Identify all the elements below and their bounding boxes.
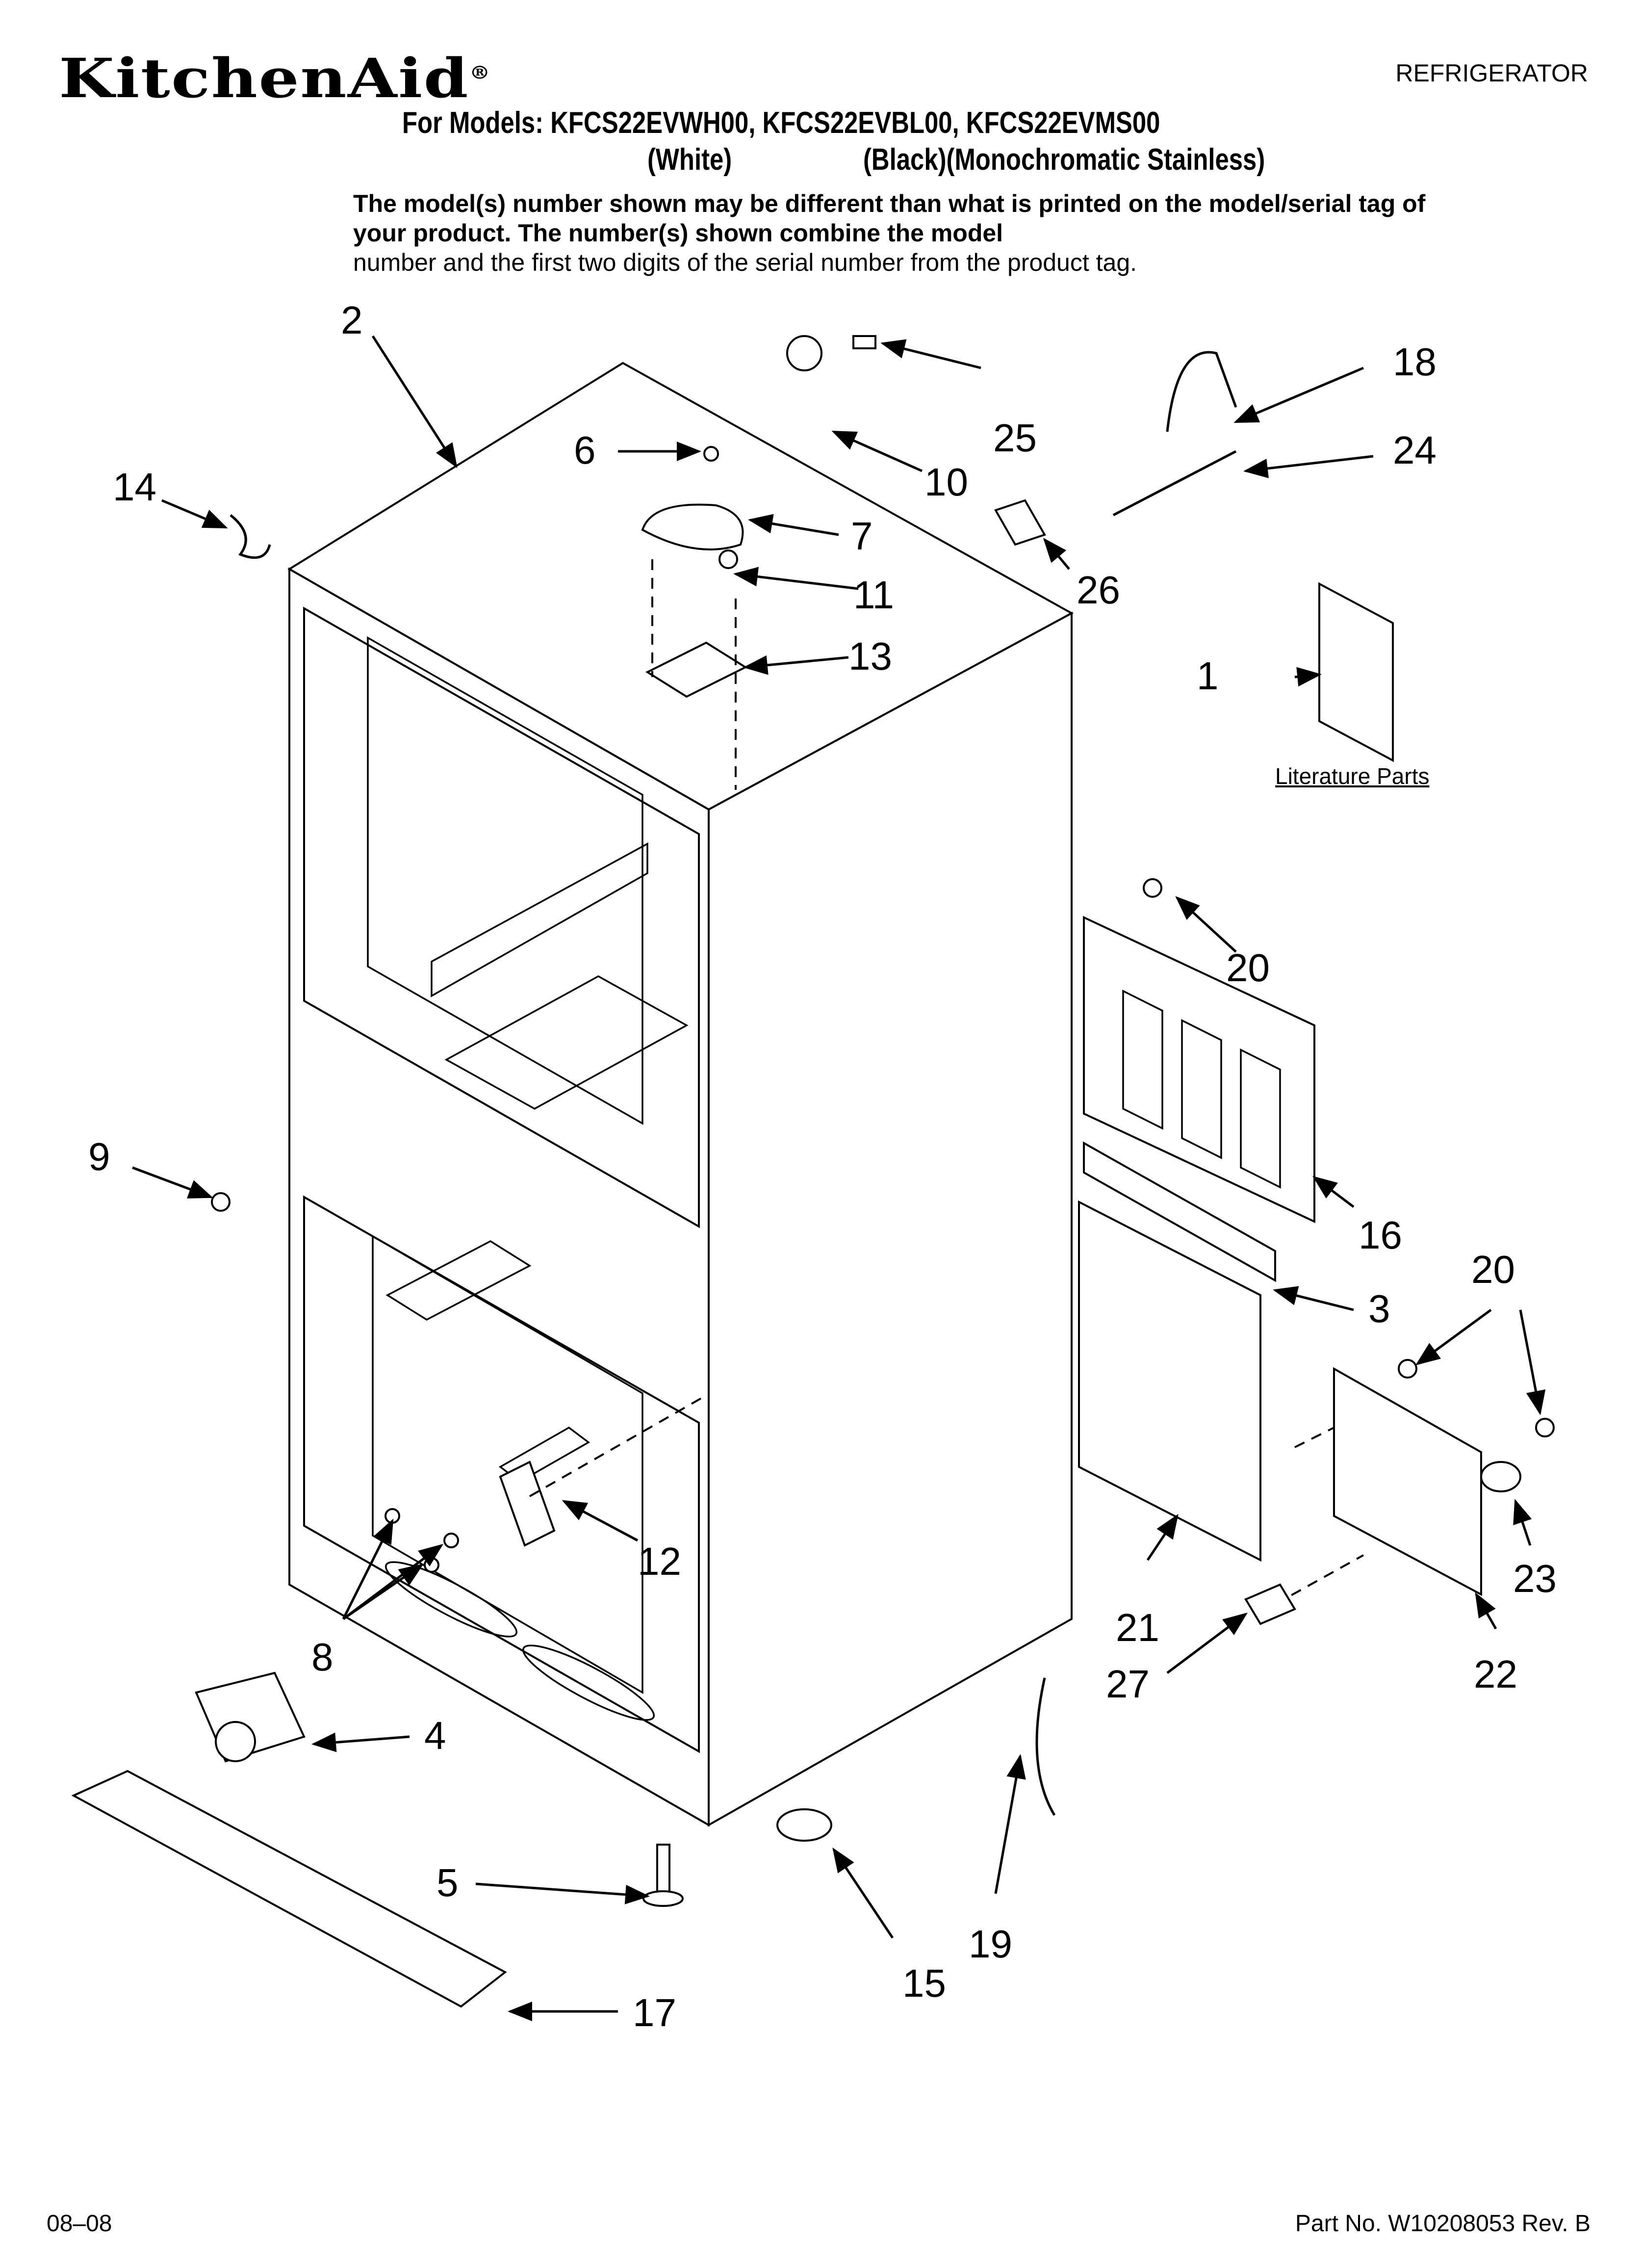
variant-white: (White) — [647, 143, 732, 177]
callout-12: 12 — [638, 1539, 681, 1583]
callout-21: 21 — [1116, 1606, 1159, 1649]
screw-9-shape — [211, 1192, 231, 1212]
base-grille-shape — [71, 1770, 507, 2008]
bracket-12-shape — [499, 1460, 556, 1547]
callout-20b: 20 — [1471, 1248, 1515, 1291]
callout-4: 4 — [424, 1714, 446, 1757]
clip-26-shape — [994, 499, 1046, 546]
clamp-23-shape — [1480, 1461, 1521, 1492]
callout-19: 19 — [969, 1922, 1012, 1966]
part-shapes — [71, 335, 1555, 2008]
callout-14: 14 — [113, 465, 156, 509]
date-code: 08–08 — [47, 2211, 112, 2237]
callout-9: 9 — [88, 1135, 110, 1178]
callout-25: 25 — [993, 416, 1037, 460]
callout-26: 26 — [1077, 568, 1120, 612]
callout-27: 27 — [1106, 1662, 1150, 1706]
callout-numbers: 1 2 3 4 5 6 7 8 9 10 11 12 13 14 15 16 1… — [88, 298, 1557, 2034]
literature-parts-label: Literature Parts — [1275, 763, 1430, 789]
strip-3-shape — [1083, 1141, 1276, 1282]
clip-10-shape — [786, 335, 822, 371]
callout-11: 11 — [853, 573, 894, 617]
brand-logo: KitchenAid® — [59, 47, 491, 110]
clip-27-shape — [1244, 1583, 1296, 1625]
callout-15: 15 — [902, 1961, 946, 2005]
leader-lines — [132, 335, 1546, 2021]
tape-14-shape — [230, 514, 271, 559]
model-number-note: The model(s) number shown may be differe… — [353, 189, 1432, 277]
cabinet — [287, 362, 1074, 1827]
panel-21-shape — [1078, 1200, 1261, 1562]
note-normal: number and the first two digits of the s… — [353, 249, 1137, 276]
part-number: Part No. W10208053 Rev. B — [1295, 2211, 1591, 2237]
screw-20-shape — [1143, 878, 1162, 898]
note-bold: The model(s) number shown may be differe… — [353, 190, 1426, 247]
callout-1: 1 — [1197, 654, 1219, 698]
callout-10: 10 — [924, 460, 968, 504]
clamp-15-shape — [776, 1808, 832, 1842]
callout-13: 13 — [848, 634, 892, 678]
tube-18-shape — [1166, 351, 1237, 432]
product-category: REFRIGERATOR — [1395, 59, 1588, 87]
literature-parts-shape — [1318, 582, 1394, 762]
callout-20a: 20 — [1226, 946, 1270, 990]
callout-18: 18 — [1393, 340, 1437, 384]
callout-16: 16 — [1359, 1213, 1402, 1257]
bracket-22-shape — [1333, 1367, 1482, 1596]
screw-25-shape — [852, 335, 876, 349]
grille-shape — [1083, 915, 1315, 1224]
callout-5: 5 — [436, 1861, 459, 1904]
hinge-cover-shape — [641, 503, 744, 550]
variant-black-stainless: (Black)(Monochromatic Stainless) — [863, 143, 1265, 177]
callout-22: 22 — [1474, 1652, 1517, 1696]
callout-24: 24 — [1393, 428, 1437, 472]
hose-19-shape — [1035, 1677, 1056, 1816]
screw-6-shape — [703, 446, 719, 462]
screw-11-shape — [718, 549, 738, 569]
callout-2: 2 — [341, 298, 363, 342]
callout-6: 6 — [574, 428, 596, 472]
models-line: For Models: KFCS22EVWH00, KFCS22EVBL00, … — [402, 106, 1160, 140]
callout-23: 23 — [1513, 1557, 1557, 1600]
callout-3: 3 — [1368, 1287, 1390, 1330]
leveler-5-shape — [656, 1844, 670, 1900]
callout-8: 8 — [311, 1635, 334, 1679]
callout-17: 17 — [633, 1991, 676, 2034]
callout-7: 7 — [851, 514, 873, 558]
